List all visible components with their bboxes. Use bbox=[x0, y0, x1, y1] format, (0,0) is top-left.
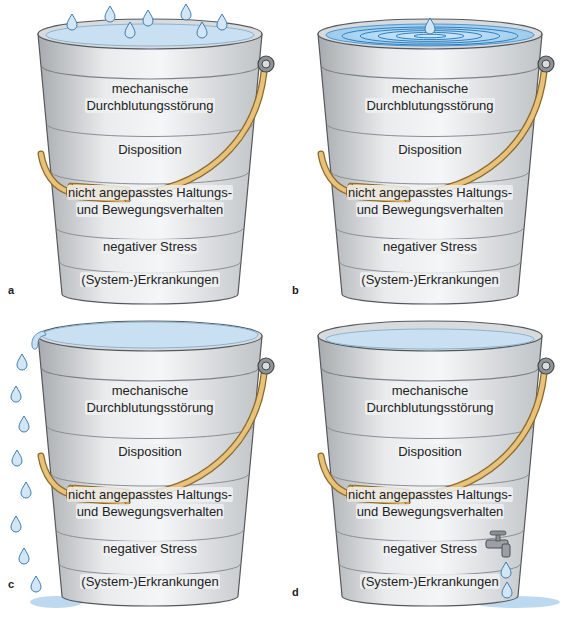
band-label: mechanische Durchblutungsstörung bbox=[365, 81, 494, 113]
band-text: nicht angepasstes Haltungs- und Bewegung… bbox=[66, 487, 235, 521]
band-text: nicht angepasstes Haltungs- und Bewegung… bbox=[66, 185, 235, 219]
bucket-node: mechanische DurchblutungsstörungDisposit… bbox=[310, 16, 550, 306]
panel-letter: b bbox=[292, 284, 299, 296]
band-label: Disposition bbox=[117, 444, 183, 459]
bucket-node: mechanische DurchblutungsstörungDisposit… bbox=[30, 318, 270, 608]
band-text: negativer Stress bbox=[70, 541, 231, 558]
band-text: Disposition bbox=[61, 142, 240, 159]
panel-letter: d bbox=[292, 586, 299, 598]
band-text: negativer Stress bbox=[350, 239, 511, 256]
band-text: mechanische Durchblutungsstörung bbox=[56, 383, 244, 417]
band-label: (System-)Erkrankungen bbox=[360, 272, 499, 287]
band-text: negativer Stress bbox=[350, 541, 511, 558]
band-label: negativer Stress bbox=[102, 541, 198, 556]
band-label: (System-)Erkrankungen bbox=[80, 574, 219, 589]
band-label: mechanische Durchblutungsstörung bbox=[85, 81, 214, 113]
band-label: nicht angepasstes Haltungs- und Bewegung… bbox=[67, 487, 233, 519]
band-label: Disposition bbox=[117, 142, 183, 157]
band-text: mechanische Durchblutungsstörung bbox=[56, 81, 244, 115]
band-label: (System-)Erkrankungen bbox=[80, 272, 219, 287]
band-text: nicht angepasstes Haltungs- und Bewegung… bbox=[346, 487, 515, 521]
band-text: (System-)Erkrankungen bbox=[73, 574, 228, 591]
band-label: Disposition bbox=[397, 142, 463, 157]
band-label: mechanische Durchblutungsstörung bbox=[365, 383, 494, 415]
band-text: Disposition bbox=[61, 444, 240, 461]
band-text: (System-)Erkrankungen bbox=[353, 272, 508, 289]
band-label: negativer Stress bbox=[382, 239, 478, 254]
band-text: Disposition bbox=[341, 444, 520, 461]
bucket-d bbox=[318, 321, 560, 608]
tap bbox=[486, 531, 510, 557]
bucket-c bbox=[11, 321, 274, 608]
band-text: mechanische Durchblutungsstörung bbox=[336, 81, 524, 115]
bucket-node: mechanische DurchblutungsstörungDisposit… bbox=[310, 318, 550, 608]
bucket-node: mechanische DurchblutungsstörungDisposit… bbox=[30, 16, 270, 306]
band-text: (System-)Erkrankungen bbox=[73, 272, 228, 289]
band-label: mechanische Durchblutungsstörung bbox=[85, 383, 214, 415]
panel-letter: a bbox=[8, 284, 14, 296]
band-label: nicht angepasstes Haltungs- und Bewegung… bbox=[67, 185, 233, 217]
panel-letter: c bbox=[8, 578, 14, 590]
bucket-b bbox=[318, 18, 554, 304]
band-label: nicht angepasstes Haltungs- und Bewegung… bbox=[347, 185, 513, 217]
band-text: (System-)Erkrankungen bbox=[353, 574, 508, 591]
bucket-a bbox=[38, 4, 274, 304]
band-text: mechanische Durchblutungsstörung bbox=[336, 383, 524, 417]
band-label: negativer Stress bbox=[102, 239, 198, 254]
band-label: (System-)Erkrankungen bbox=[360, 574, 499, 589]
band-text: nicht angepasstes Haltungs- und Bewegung… bbox=[346, 185, 515, 219]
band-label: negativer Stress bbox=[382, 541, 478, 556]
band-label: nicht angepasstes Haltungs- und Bewegung… bbox=[347, 487, 513, 519]
band-text: negativer Stress bbox=[70, 239, 231, 256]
band-label: Disposition bbox=[397, 444, 463, 459]
band-text: Disposition bbox=[341, 142, 520, 159]
